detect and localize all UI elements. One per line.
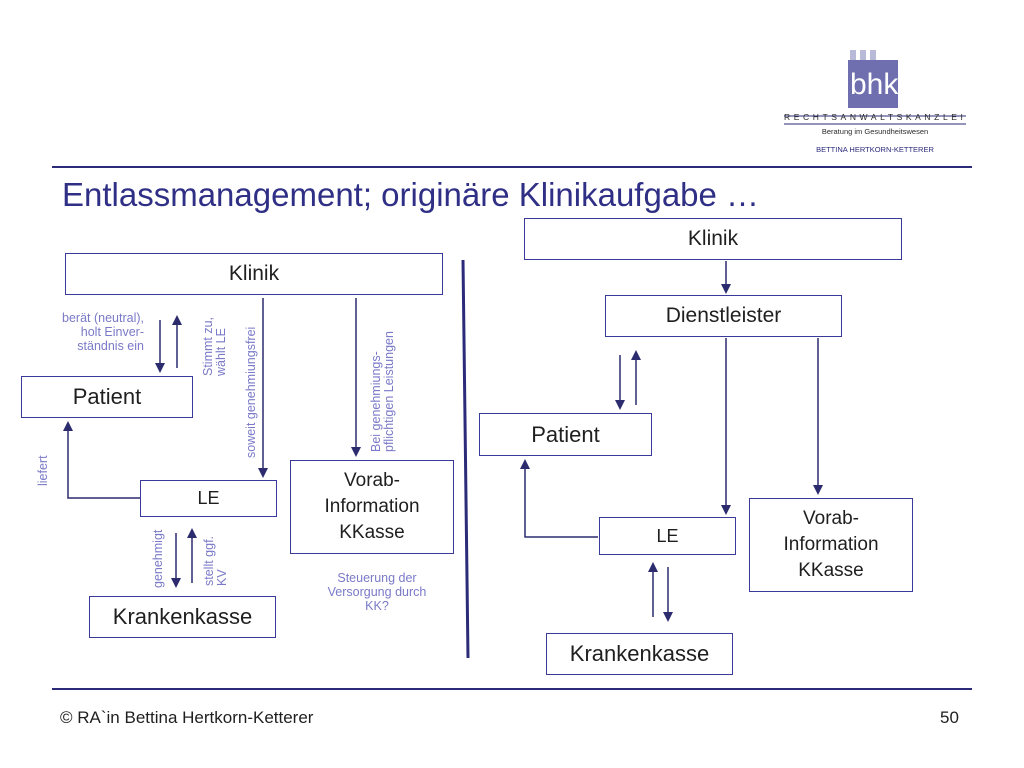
- right-patient-box: Patient: [479, 413, 652, 456]
- footer-copyright: © RA`in Bettina Hertkorn-Ketterer: [60, 708, 314, 727]
- right-le-box: LE: [599, 517, 736, 555]
- center-divider: [461, 259, 470, 659]
- arrow-le-to-patient-right: [520, 459, 598, 538]
- note-genehmigt: genehmigt: [151, 529, 165, 588]
- header-divider: [52, 166, 972, 168]
- bhk-logo-mark: bhk: [784, 50, 966, 125]
- footer-divider: [52, 688, 972, 690]
- page-title: Entlassmanagement; originäre Klinikaufga…: [62, 176, 760, 213]
- right-dienstleister-box: Dienstleister: [605, 295, 842, 337]
- right-klinik-box: Klinik: [524, 218, 902, 260]
- logo: bhk RECHTSANWALTSKANZLEI Beratung im Ges…: [784, 44, 966, 164]
- note-liefert: liefert: [36, 455, 50, 486]
- page-number: 50: [940, 708, 959, 727]
- left-klinik-box: Klinik: [65, 253, 443, 295]
- note-beraet: berät (neutral), holt Einver- ständnis e…: [62, 311, 144, 353]
- note-soweit-genehmigungsfrei: soweit genehmiungsfrei: [244, 326, 258, 458]
- firm-owner: BETTINA HERTKORN-KETTERER: [816, 145, 934, 154]
- right-vorab-info-box: Vorab- Information KKasse: [749, 498, 913, 592]
- right-krankenkasse-box: Krankenkasse: [546, 633, 733, 675]
- arrow-le-to-patient: [63, 421, 140, 499]
- firm-tagline: Beratung im Gesundheitswesen: [821, 127, 929, 136]
- note-stimmt-zu: Stimmt zu, wählt LE: [201, 316, 228, 376]
- logo-letters: bhk: [850, 68, 899, 101]
- left-le-box: LE: [140, 480, 277, 517]
- left-krankenkasse-box: Krankenkasse: [89, 596, 276, 638]
- note-steuerung: Steuerung der Versorgung durch KK?: [327, 571, 427, 613]
- note-bei-genehmigungspflichtig: Bei genehmiungs- pflichtigen Leistungen: [369, 331, 396, 452]
- left-vorab-info-box: Vorab- Information KKasse: [290, 460, 454, 554]
- left-patient-box: Patient: [21, 376, 193, 418]
- note-stellt-ggf-kv: stellt ggf. KV: [202, 535, 229, 586]
- firm-name: RECHTSANWALTSKANZLEI: [784, 112, 967, 122]
